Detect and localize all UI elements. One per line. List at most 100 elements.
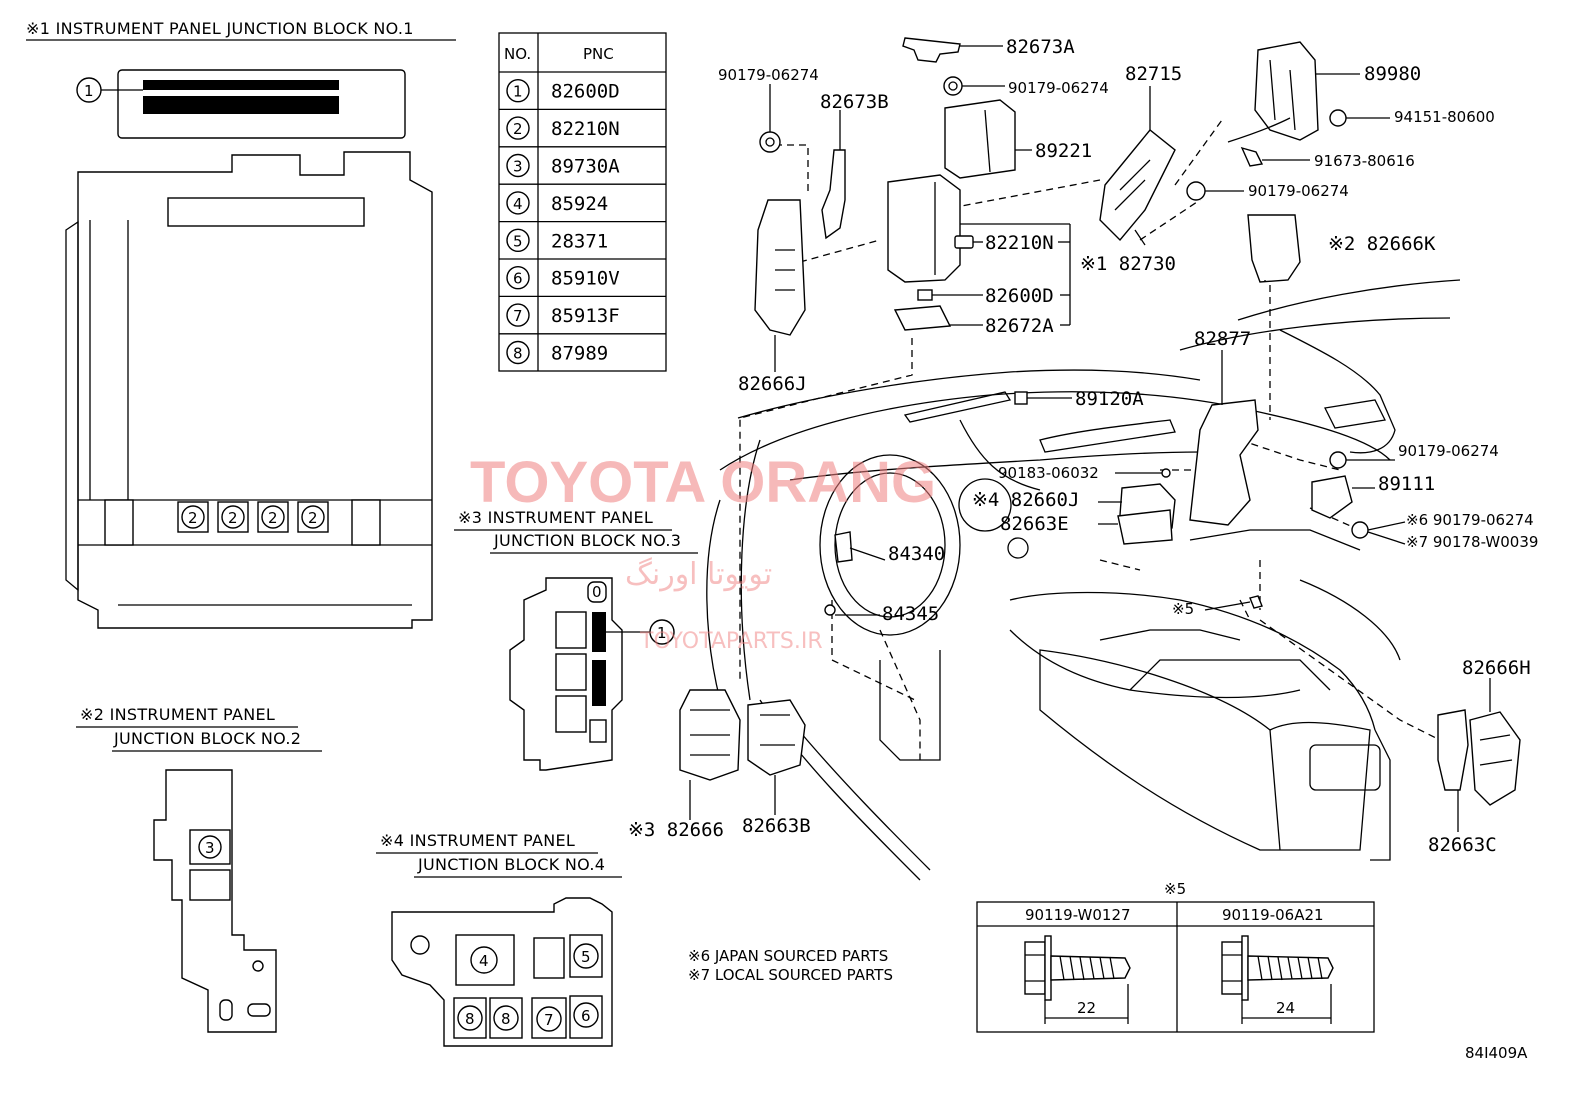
jb2-title-line1: ※2 INSTRUMENT PANEL — [80, 705, 275, 724]
pnc-row-code: 82210N — [551, 118, 620, 140]
pnc-row-code: 82600D — [551, 81, 620, 103]
label-89111: 89111 — [1378, 473, 1435, 495]
label-90179-top: 90179-06274 — [1008, 79, 1109, 97]
pnc-row-number-circle — [506, 303, 530, 327]
label-82673B: 82673B — [820, 91, 889, 113]
label-89120A: 89120A — [1075, 388, 1144, 410]
label-90179-left: 90179-06274 — [718, 66, 819, 84]
pnc-row-number-circle — [506, 116, 530, 140]
pnc-row-code: 85910V — [551, 268, 620, 290]
label-82666J: 82666J — [738, 373, 807, 395]
pnc-row-number-circle — [506, 78, 530, 103]
watermark-main: TOYOTA ORANG — [470, 450, 936, 515]
jb1-connector-pins — [143, 80, 339, 114]
jb4-slot-7: 7 — [544, 1011, 554, 1029]
jb1-title: ※1 INSTRUMENT PANEL JUNCTION BLOCK NO.1 — [26, 19, 414, 38]
label-82663E: 82663E — [1000, 513, 1069, 535]
jb2-title-line2: JUNCTION BLOCK NO.2 — [113, 729, 301, 748]
note-local-sourced: ※7 LOCAL SOURCED PARTS — [688, 966, 893, 984]
label-82877: 82877 — [1194, 328, 1251, 350]
jb2-slot-3: 3 — [205, 839, 215, 857]
label-89221: 89221 — [1035, 140, 1092, 162]
pnc-row-number-circle — [506, 340, 530, 365]
label-leaders — [689, 45, 1491, 832]
jb3-slot-0: 0 — [592, 583, 602, 601]
pnc-row-number-circle — [506, 266, 530, 290]
pnc-row-code: 28371 — [551, 230, 608, 252]
jb4-slot-6: 6 — [581, 1007, 591, 1025]
pnc-row-number-circle — [506, 228, 530, 253]
jb3-connector-pins — [592, 612, 606, 706]
pnc-row-no: 4 — [513, 195, 523, 213]
jb1-slot-2d: 2 — [308, 509, 318, 527]
pnc-row-no: 1 — [513, 83, 523, 101]
label-82210N: 82210N — [985, 232, 1054, 254]
pnc-header-pnc: PNC — [583, 45, 614, 63]
pnc-row-number-circle — [506, 153, 530, 178]
pnc-row-no: 6 — [513, 270, 523, 288]
label-82666H: 82666H — [1462, 657, 1531, 679]
note-japan-sourced: ※6 JAPAN SOURCED PARTS — [688, 947, 888, 965]
label-82673A: 82673A — [1006, 36, 1075, 58]
label-90179-mid: 90179-06274 — [1398, 442, 1499, 460]
dashboard-outline — [706, 279, 1461, 881]
label-90179-right: 90179-06274 — [1248, 182, 1349, 200]
jb1-slot-2c: 2 — [268, 509, 278, 527]
bolt-2-drawing: 24 — [1221, 935, 1334, 1024]
pnc-row-no: 8 — [513, 345, 523, 363]
jb3-callout-1: 1 — [657, 624, 667, 642]
label-94151: 94151-80600 — [1394, 108, 1495, 126]
label-90178-j7: ※7 90178-W0039 — [1406, 533, 1538, 551]
bolt-2-length: 24 — [1276, 999, 1295, 1017]
leader-lines — [739, 119, 1441, 761]
label-84340: 84340 — [888, 543, 945, 565]
label-82663B: 82663B — [742, 815, 811, 837]
label-84345: 84345 — [882, 603, 939, 625]
jb4-slot-4: 4 — [479, 952, 489, 970]
jb4-slot-8b: 8 — [501, 1010, 511, 1028]
components — [679, 37, 1521, 806]
jb1-slot-2b: 2 — [228, 509, 238, 527]
label-82600D: 82600D — [985, 285, 1054, 307]
pnc-row-code: 85913F — [551, 305, 620, 327]
bolt-table-title: ※5 — [1164, 880, 1186, 898]
jb3-title-line1: ※3 INSTRUMENT PANEL — [458, 508, 653, 527]
pnc-row-code: 85924 — [551, 193, 608, 215]
jb4-title-line2: JUNCTION BLOCK NO.4 — [417, 855, 605, 874]
label-90179-j6: ※6 90179-06274 — [1406, 511, 1534, 529]
label-82660J: ※4 82660J — [972, 489, 1079, 511]
label-star5: ※5 — [1172, 600, 1194, 618]
bolt-table: ※5 90119-W0127 90119-06A21 22 — [976, 880, 1375, 1033]
label-91673: 91673-80616 — [1314, 152, 1415, 170]
jb4-slot-5: 5 — [581, 948, 591, 966]
jb1-callout-1: 1 — [84, 82, 94, 100]
junction-block-no4: ※4 INSTRUMENT PANEL JUNCTION BLOCK NO.4 … — [376, 831, 622, 1047]
pnc-row-no: 7 — [513, 307, 523, 325]
jb3-title-line2: JUNCTION BLOCK NO.3 — [493, 531, 681, 550]
pnc-row-code: 87989 — [551, 343, 608, 365]
label-82672A: 82672A — [985, 315, 1054, 337]
jb1-slot-2a: 2 — [188, 509, 198, 527]
junction-block-no2: ※2 INSTRUMENT PANEL JUNCTION BLOCK NO.2 … — [76, 705, 322, 1033]
pnc-header-no: NO. — [504, 45, 531, 63]
pnc-row-number-circle — [506, 191, 530, 215]
label-82663C: 82663C — [1428, 834, 1497, 856]
bolt-col1-pnc: 90119-W0127 — [1025, 906, 1131, 924]
watermark-site: TOYOTAPARTS.IR — [639, 629, 823, 654]
junction-block-no3: ※3 INSTRUMENT PANEL JUNCTION BLOCK NO.3 … — [454, 508, 698, 771]
label-90183: 90183-06032 — [998, 464, 1099, 482]
jb1-fuse-slots: 2 2 2 2 — [177, 501, 329, 533]
part-labels: 82673A 90179-06274 90179-06274 82673B 82… — [628, 36, 1538, 856]
watermark-persian: تویوتا اورنگ — [625, 557, 772, 592]
jb4-title-line1: ※4 INSTRUMENT PANEL — [380, 831, 575, 850]
source-notes: ※6 JAPAN SOURCED PARTS ※7 LOCAL SOURCED … — [688, 947, 893, 984]
label-82715: 82715 — [1125, 63, 1182, 85]
label-82666K: ※2 82666K — [1328, 233, 1436, 255]
label-82666: ※3 82666 — [628, 819, 724, 841]
bolt-1-drawing: 22 — [1024, 935, 1131, 1024]
pnc-row-code: 89730A — [551, 156, 620, 178]
bolt-1-length: 22 — [1077, 999, 1096, 1017]
junction-block-no1: ※1 INSTRUMENT PANEL JUNCTION BLOCK NO.1 … — [26, 19, 456, 629]
